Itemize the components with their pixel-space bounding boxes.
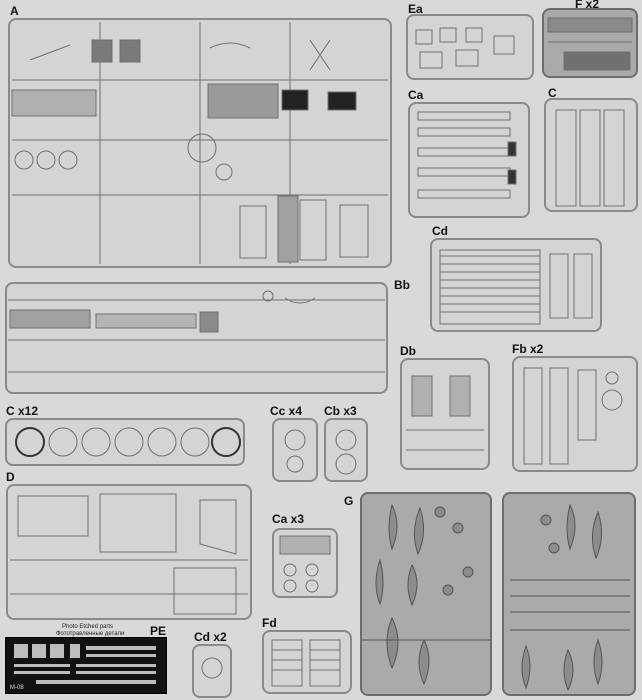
pe-title-en: Photo Etched parts xyxy=(62,624,114,630)
label-sprue-ca: Ca xyxy=(408,88,424,102)
label-sprue-fb: Fb x2 xyxy=(512,342,544,356)
sprue-cd2 xyxy=(192,644,232,698)
sprue-ea xyxy=(406,14,534,80)
label-sprue-db: Db xyxy=(400,344,416,358)
label-sprue-fd: Fd xyxy=(262,616,277,630)
pe-code: M-08 xyxy=(10,685,24,691)
label-sprue-ca3: Ca x3 xyxy=(272,512,305,526)
sprue-bb xyxy=(5,282,388,394)
label-sprue-ea: Ea xyxy=(408,2,423,16)
photo-etched-fret: M-08 xyxy=(5,637,167,694)
label-sprue-pe: PE xyxy=(150,624,167,638)
label-sprue-cd: Cd xyxy=(432,224,448,238)
label-sprue-cc: Cc x4 xyxy=(270,404,303,418)
sprue-ca xyxy=(408,102,530,218)
label-sprue-f: F x2 xyxy=(575,0,600,11)
sprue-cd xyxy=(430,238,602,332)
label-sprue-cd2: Cd x2 xyxy=(194,630,227,644)
sprue-fd xyxy=(262,630,352,694)
pe-title-ru: Фототравленные детали xyxy=(56,631,125,637)
label-sprue-bb: Bb xyxy=(394,278,410,292)
label-sprue-a: A xyxy=(10,4,19,18)
sprue-c xyxy=(544,98,638,212)
label-sprue-cb: Cb x3 xyxy=(324,404,357,418)
label-sprue-d: D xyxy=(6,470,15,484)
pe-parts-drawing xyxy=(14,644,156,684)
label-sprue-c: C xyxy=(548,86,557,100)
label-sprue-g: G xyxy=(344,494,354,508)
label-sprue-c12: C x12 xyxy=(6,404,39,418)
